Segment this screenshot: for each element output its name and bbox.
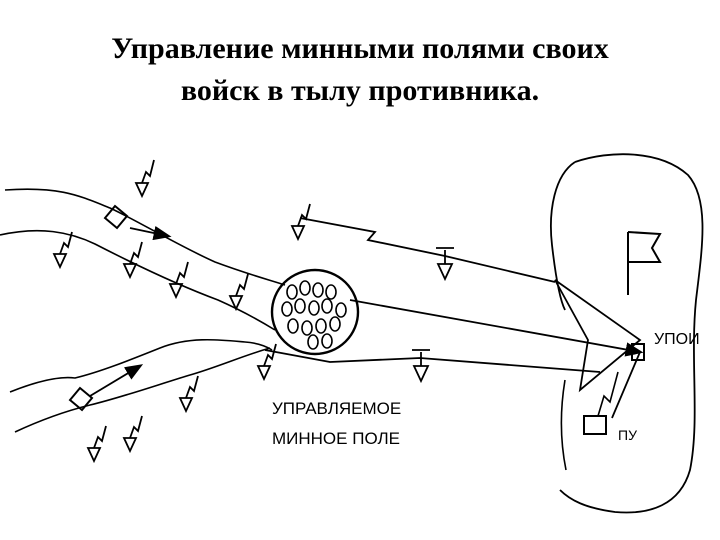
mine [321,333,333,349]
unit-marker [134,159,155,199]
mine [325,284,337,300]
mine [299,280,311,296]
unit-marker [256,343,277,382]
observation-post-upper [103,204,129,230]
link-command-to-pu [611,351,641,419]
unit-marker [86,425,107,464]
road-lower-edge [14,347,271,433]
slide-title: Управление минными полями своих войск в … [0,28,720,112]
mine [315,318,327,334]
rear-area-boundary-left [550,161,576,311]
link-minefield-to-command [349,299,644,357]
unit-marker [178,375,199,414]
title-line-1: Управление минными полями своих [111,32,609,65]
observation-post-lower [68,386,94,412]
mine [308,300,320,316]
control-point-box [583,415,607,435]
mine [286,284,298,300]
minefield-outline [270,268,360,356]
minefield-label-line-1: УПРАВЛЯЕМОЕ [272,399,401,418]
managed-minefield [270,268,360,356]
mine [312,282,324,298]
title-line-2: войск в тылу противника. [180,74,540,107]
unit-marker [228,273,249,312]
rear-area-boundary [559,153,704,514]
unit-marker [290,203,311,242]
mine [307,334,319,350]
command-post-box [631,343,645,361]
river-band [0,188,286,433]
unit-markers [52,159,454,464]
unit-marker [52,231,73,270]
mine [281,301,293,317]
link-lower [264,349,601,373]
unit-marker [122,241,143,280]
control-links [89,217,644,419]
observation-posts [68,204,129,412]
river-lower-edge [0,229,276,331]
flag-icon [627,231,662,295]
mine [329,316,341,332]
control-point-label: ПУ [618,427,637,443]
mines [281,280,347,350]
mine [335,302,347,318]
mine [294,298,306,314]
unit-marker [122,415,143,454]
mine [301,320,313,336]
link-upper-zigzag [299,217,556,283]
mine [321,298,333,314]
command-post-label: УПОИ [654,331,700,348]
road-upper-edge [9,338,273,393]
rear-area-boundary-lower [560,379,567,471]
minefield-label-line-2: МИННОЕ ПОЛЕ [272,429,400,448]
link-post-to-river [129,225,172,241]
river-upper-edge [4,188,286,286]
main-command-arrow [554,279,642,393]
link-lower-post [89,364,144,397]
unit-marker [168,261,189,300]
unit-marker [412,349,430,384]
control-point-signal-icon [597,371,619,417]
mine [287,318,299,334]
unit-marker [436,247,454,282]
